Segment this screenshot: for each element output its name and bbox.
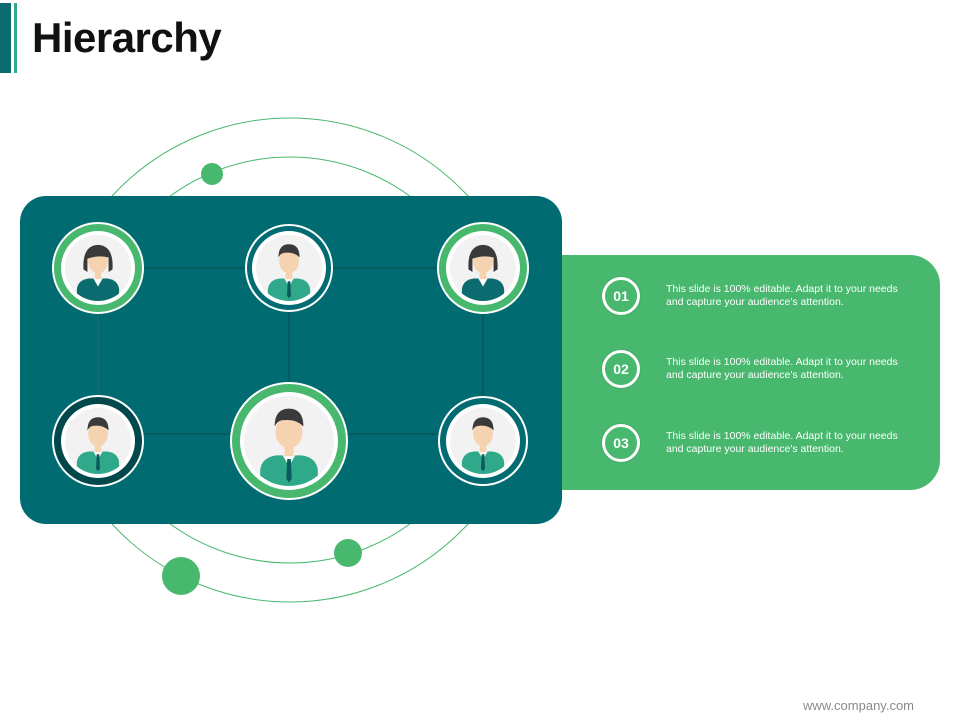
person-node-6 xyxy=(438,396,528,486)
person-node-3 xyxy=(437,222,529,314)
person-node-1 xyxy=(52,222,144,314)
orbit-dot-top xyxy=(201,163,223,185)
person-avatar-icon xyxy=(65,408,131,474)
person-avatar-icon xyxy=(450,408,516,474)
hierarchy-panel xyxy=(20,196,562,524)
item-description: This slide is 100% editable. Adapt it to… xyxy=(666,356,898,381)
page-title: Hierarchy xyxy=(32,14,222,61)
badge-number: 03 xyxy=(613,435,629,451)
item-description: This slide is 100% editable. Adapt it to… xyxy=(666,283,898,308)
person-node-4 xyxy=(52,395,144,487)
person-node-2 xyxy=(245,224,333,312)
number-badge: 01 xyxy=(602,277,640,315)
list-item: 01 This slide is 100% editable. Adapt it… xyxy=(600,272,930,320)
list-item: 03 This slide is 100% editable. Adapt it… xyxy=(600,419,930,467)
list-item: 02 This slide is 100% editable. Adapt it… xyxy=(600,345,930,393)
item-description: This slide is 100% editable. Adapt it to… xyxy=(666,430,898,455)
footer-url: www.company.com xyxy=(802,698,914,713)
number-badge: 03 xyxy=(602,424,640,462)
person-avatar-icon xyxy=(450,235,516,301)
number-badge: 02 xyxy=(602,350,640,388)
orbit-dot-bottom-left xyxy=(162,557,200,595)
badge-number: 02 xyxy=(613,361,629,377)
person-node-5 xyxy=(230,382,348,500)
person-avatar-icon xyxy=(65,235,131,301)
badge-number: 01 xyxy=(613,288,629,304)
orbit-dot-bottom-right xyxy=(334,539,362,567)
person-avatar-icon xyxy=(256,235,322,301)
title-accent-bar xyxy=(0,3,11,73)
person-avatar-icon xyxy=(244,396,334,486)
title-accent-stripe xyxy=(14,3,17,73)
